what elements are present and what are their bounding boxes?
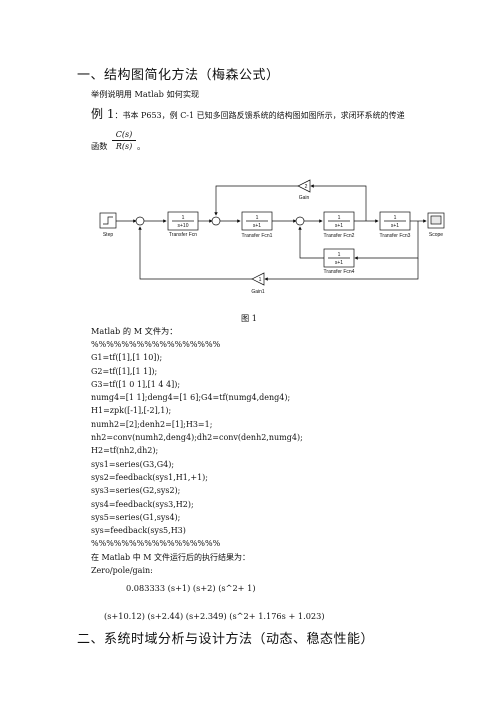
fraction-suffix: 。 xyxy=(137,141,146,151)
code-line: sys2=feedback(sys1,H1,+1); xyxy=(91,472,208,482)
g4-label: Transfer Fcn3 xyxy=(380,233,411,239)
g1-num: 1 xyxy=(182,215,185,221)
code-line: numh2=[2];denh2=[1];H3=1; xyxy=(91,419,213,429)
code-line: G1=tf([1],[1 10]); xyxy=(91,353,163,363)
g1-label: Transfer Fcn xyxy=(169,232,197,238)
code-line: %%%%%%%%%%%%%%%%% xyxy=(91,340,221,349)
example-paragraph: 例 1：书本 P653，例 C-1 已知多回路反馈系统的结构图如图所示，求闭环系… xyxy=(91,105,405,122)
code-line: numg4=[1 1];deng4=[1 6];G4=tf(numg4,deng… xyxy=(91,393,291,403)
code-line: 在 Matlab 中 M 文件运行后的执行结果为： xyxy=(91,552,250,562)
g2-den: s+1 xyxy=(253,223,261,229)
g3-num: 1 xyxy=(338,215,341,221)
h2-den: s+1 xyxy=(335,260,343,266)
fraction-denominator: R(s) xyxy=(115,142,133,151)
code-line: nh2=conv(numh2,deng4);dh2=conv(denh2,num… xyxy=(91,433,303,443)
code-line: sys5=series(G1,sys4); xyxy=(91,512,181,522)
code-line: G2=tf([1],[1 1]); xyxy=(91,366,158,376)
gain-label: Gain xyxy=(299,195,310,201)
g3-label: Transfer Fcn2 xyxy=(324,233,355,239)
intro-text: 举例说明用 Matlab 如何实现 xyxy=(91,89,200,99)
code-line: sys=feedback(sys5,H3) xyxy=(91,526,186,536)
g4-num: 1 xyxy=(394,215,397,221)
h2-num: 1 xyxy=(338,252,341,258)
code-line: sys3=series(G2,sys2); xyxy=(91,486,181,496)
example-label: 例 1 xyxy=(91,107,115,121)
code-line: sys4=feedback(sys3,H2); xyxy=(91,499,194,509)
sum-junction-2 xyxy=(211,216,221,226)
sum-junction-3 xyxy=(295,216,305,226)
step-label: Step xyxy=(103,232,114,238)
gain-block xyxy=(297,179,311,193)
code-line: G3=tf([1 0 1],[1 4 4]); xyxy=(91,379,181,389)
result-denominator: (s+10.12) (s+2.44) (s+2.349) (s^2+ 1.176… xyxy=(104,611,325,621)
code-line: Zero/pole/gain: xyxy=(91,566,153,576)
fraction-numerator: C(s) xyxy=(115,130,133,139)
code-line: %%%%%%%%%%%%%%%%% xyxy=(91,539,221,549)
func-prefix: 函数 xyxy=(91,141,108,151)
gain1-label: Gain1 xyxy=(251,289,265,295)
g4-den: s+1 xyxy=(391,223,399,229)
code-line: H2=tf(nh2,dh2); xyxy=(91,446,159,456)
g1-den: s+10 xyxy=(178,223,189,229)
g3-den: s+1 xyxy=(335,223,343,229)
code-line: H1=zpk([-1],[-2],1); xyxy=(91,406,172,416)
result-numerator: 0.083333 (s+1) (s+2) (s^2+ 1) xyxy=(126,583,256,593)
sum-junction-1 xyxy=(135,216,145,226)
example-text: ：书本 P653，例 C-1 已知多回路反馈系统的结构图如图所示，求闭环系统的传… xyxy=(114,111,405,120)
code-line: sys1=series(G3,G4); xyxy=(91,459,175,469)
scope-label: Scope xyxy=(429,232,443,238)
transfer-function-fraction: C(s) R(s) xyxy=(112,130,136,151)
code-block: %%%%%%%%%%%%%%%%% G1=tf([1],[1 10]); G2=tf… xyxy=(91,338,303,577)
gain1-value: 1 xyxy=(259,277,262,283)
section-heading-2: 二、系统时域分析与设计方法（动态、稳态性能） xyxy=(77,632,375,647)
section-heading-1: 一、结构图简化方法（梅森公式） xyxy=(77,68,280,83)
step-icon xyxy=(103,216,113,225)
h2-label: Transfer Fcn4 xyxy=(324,269,355,275)
figure-caption: 图 1 xyxy=(241,313,257,323)
g2-num: 1 xyxy=(256,215,259,221)
gain-value: 2 xyxy=(305,184,308,190)
gain1-block xyxy=(251,272,265,286)
mfile-intro: Matlab 的 M 文件为： xyxy=(91,326,178,336)
block-diagram: Step 1 s+10 Transfer Fcn 1 s+1 Transfer … xyxy=(99,179,445,295)
g2-label: Transfer Fcn1 xyxy=(242,233,273,239)
